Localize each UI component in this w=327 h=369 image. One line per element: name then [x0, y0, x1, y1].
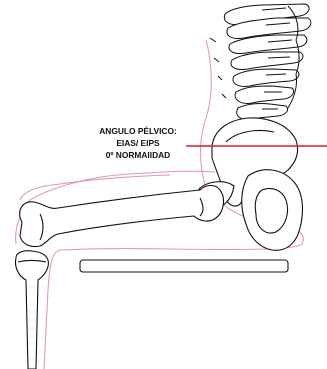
tibia-bone [15, 251, 48, 369]
vertebral-column [210, 4, 311, 119]
annotation-title: ANGULO PÉLVICO: [86, 126, 190, 136]
annotation-normal-value: 0º NORMAIIDAD [86, 150, 190, 160]
pelvis-bone [197, 118, 302, 250]
femur-bone [20, 186, 224, 247]
seat-cushion [80, 260, 288, 272]
annotation-landmarks: EIAS/ EIPS [86, 138, 190, 148]
